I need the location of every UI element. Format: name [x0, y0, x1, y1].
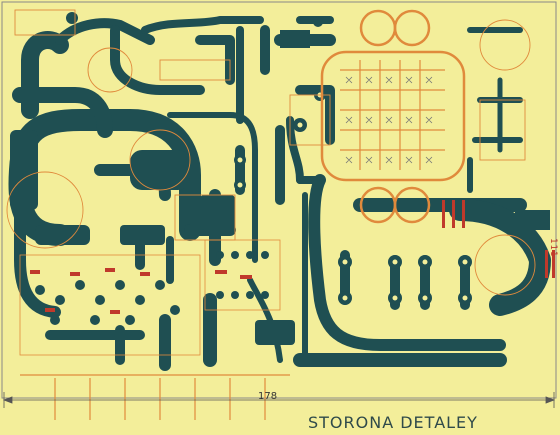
board-caption: STORONA DETALEY — [308, 413, 478, 432]
silkscreen-outlines — [6, 9, 536, 296]
side-label: 111 — [548, 238, 558, 258]
copper-pads — [10, 12, 550, 345]
pad-holes — [237, 92, 468, 301]
relay-module-outline — [320, 9, 466, 224]
board-outline — [1, 1, 557, 399]
red-markers — [442, 200, 555, 278]
dimension-line — [2, 392, 556, 408]
dimension-label: 178 — [258, 391, 278, 402]
smd-component-cluster — [19, 254, 201, 356]
copper-traces — [8, 16, 551, 371]
grid-crosses — [345, 76, 433, 164]
ic-cluster — [204, 239, 281, 311]
edge-connector-pins — [20, 374, 290, 420]
